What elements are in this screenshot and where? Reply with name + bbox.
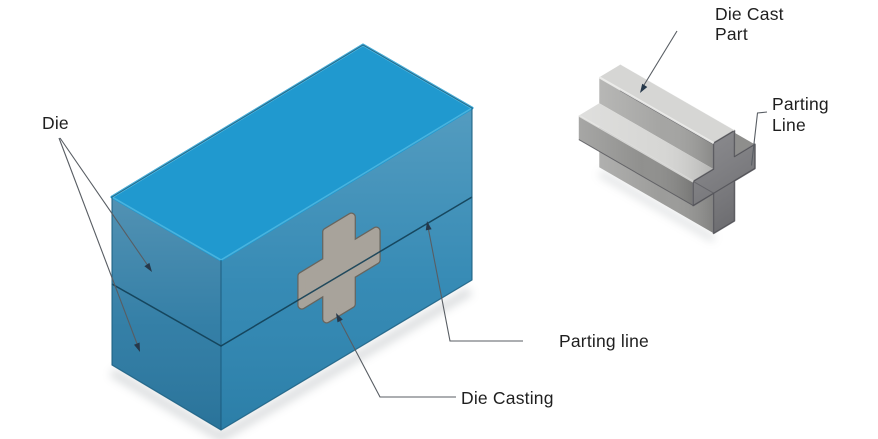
labels: Die Parting line Die Casting Die Cast Pa… <box>42 4 829 408</box>
die-cast-part <box>578 64 756 235</box>
part-shadow <box>598 169 716 243</box>
die-cast-part-leader <box>642 30 678 88</box>
die-top-face <box>112 45 472 260</box>
die-arrow-upper <box>144 262 152 272</box>
die-casting-leader <box>339 319 456 398</box>
die-leader-lower <box>58 137 139 346</box>
die-block <box>110 43 474 431</box>
label-die-casting: Die Casting <box>461 388 554 408</box>
part-seam-end <box>692 167 756 207</box>
parting-line-box-arrow <box>425 221 432 231</box>
label-die-cast-part-line1: Die Cast <box>715 4 784 24</box>
die-block-shadow <box>109 287 473 439</box>
shadows <box>109 169 716 439</box>
label-die-cast-part-line2: Part <box>715 24 748 44</box>
part-wing-highlight <box>578 114 694 183</box>
casting-cross-fill-rim <box>298 213 380 323</box>
die-left-face-sheen <box>112 197 221 430</box>
leader-lines <box>58 30 768 398</box>
part-ridge-back-highlight <box>619 64 735 132</box>
part-wing-left-shade <box>578 115 694 206</box>
parting-line-part-leader <box>750 111 768 166</box>
label-parting-line-part-line2: Line <box>772 115 806 135</box>
die-arrow-lower <box>134 342 140 352</box>
part-ridge-top-face <box>599 64 735 144</box>
die-outline <box>111 44 473 431</box>
die-leader-upper <box>59 137 149 267</box>
die-parting-seam <box>111 196 473 347</box>
die-casting-arrow <box>336 313 343 323</box>
die-cast-part-arrow <box>640 83 648 93</box>
part-wing-top-shade <box>578 103 714 182</box>
part-ridge-left-shade <box>599 77 714 170</box>
label-parting-line-box: Parting line <box>559 331 649 351</box>
label-parting-line-part-line1: Parting <box>772 94 829 114</box>
label-die: Die <box>42 113 69 133</box>
parting-line-box-leader <box>427 228 523 342</box>
die-casting-cross <box>297 212 381 324</box>
part-ridge-highlight <box>598 76 715 145</box>
part-seam-long <box>578 139 694 207</box>
